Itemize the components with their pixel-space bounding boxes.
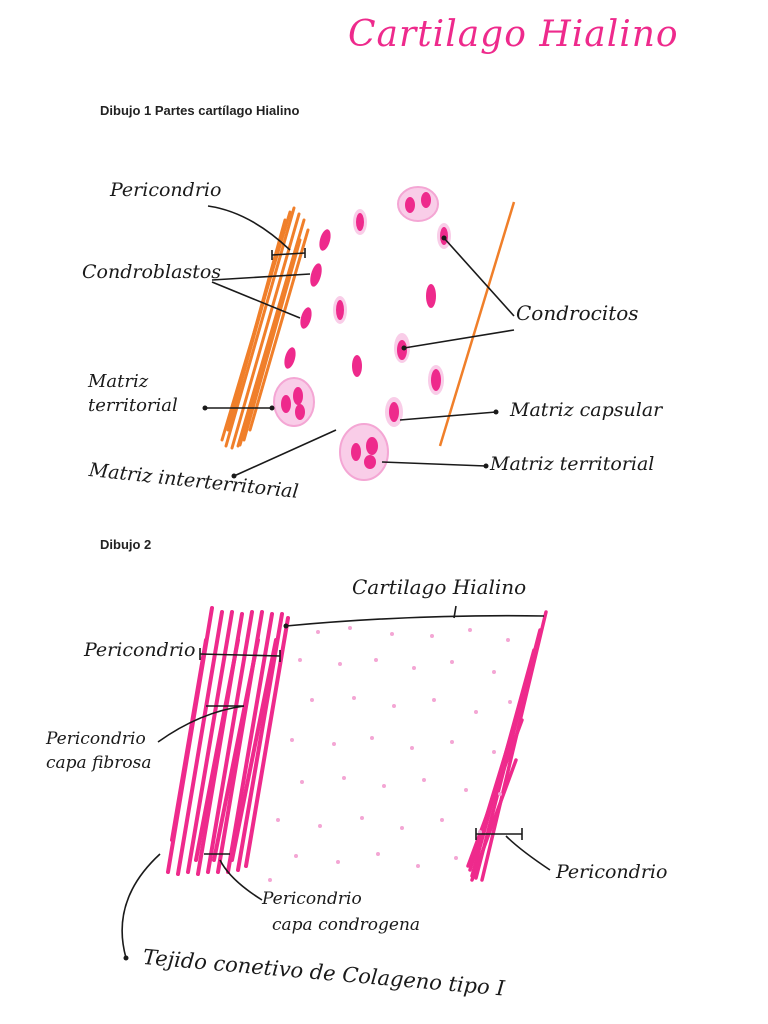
drawing2-leader-lines [121,605,551,959]
label-pericondrio-d1: Pericondrio [110,179,222,201]
perichondrium-left-strands [166,606,290,876]
isogenous-group-bottom [339,423,389,481]
label-pericondrio-fibrosa-1: Pericondrio [46,729,146,749]
label-cartilago-hialino: Cartilago Hialino [352,575,527,599]
label-pericondrio-condrogena-2: capa condrogena [272,915,421,935]
label-pericondrio-fibrosa-2: capa fibrosa [46,753,152,773]
perichondrium-strands-orange [220,206,310,450]
drawing1-leader-lines [205,205,515,477]
matrix-dots [268,626,512,882]
label-condrocitos: Condrocitos [516,301,639,325]
drawing2-arrow-points [123,623,289,961]
label-matriz-territorial-right: Matriz territorial [490,453,655,475]
drawing2-caption: Dibujo 2 [100,537,152,552]
chondroblasts [284,229,331,369]
label-matriz-territorial-left-2: territorial [88,395,178,416]
isogenous-group-left [273,377,315,427]
label-pericondrio-right: Pericondrio [556,861,668,883]
chondrocytes [273,186,451,481]
label-pericondrio-condrogena-1: Pericondrio [262,889,362,909]
tissue-boundary-right [438,201,516,447]
label-matriz-territorial-left-1: Matriz [88,371,149,392]
isogenous-group-top [397,186,439,222]
page-title: Cartilago Hialino [348,14,679,55]
label-condroblastos: Condroblastos [82,261,222,283]
label-matriz-capsular: Matriz capsular [510,399,663,421]
perichondrium-right-strands [466,610,548,882]
drawing1-arrow-points [202,235,499,479]
label-pericondrio-top: Pericondrio [84,639,196,661]
drawing1-caption: Dibujo 1 Partes cartílago Hialino [100,103,300,118]
